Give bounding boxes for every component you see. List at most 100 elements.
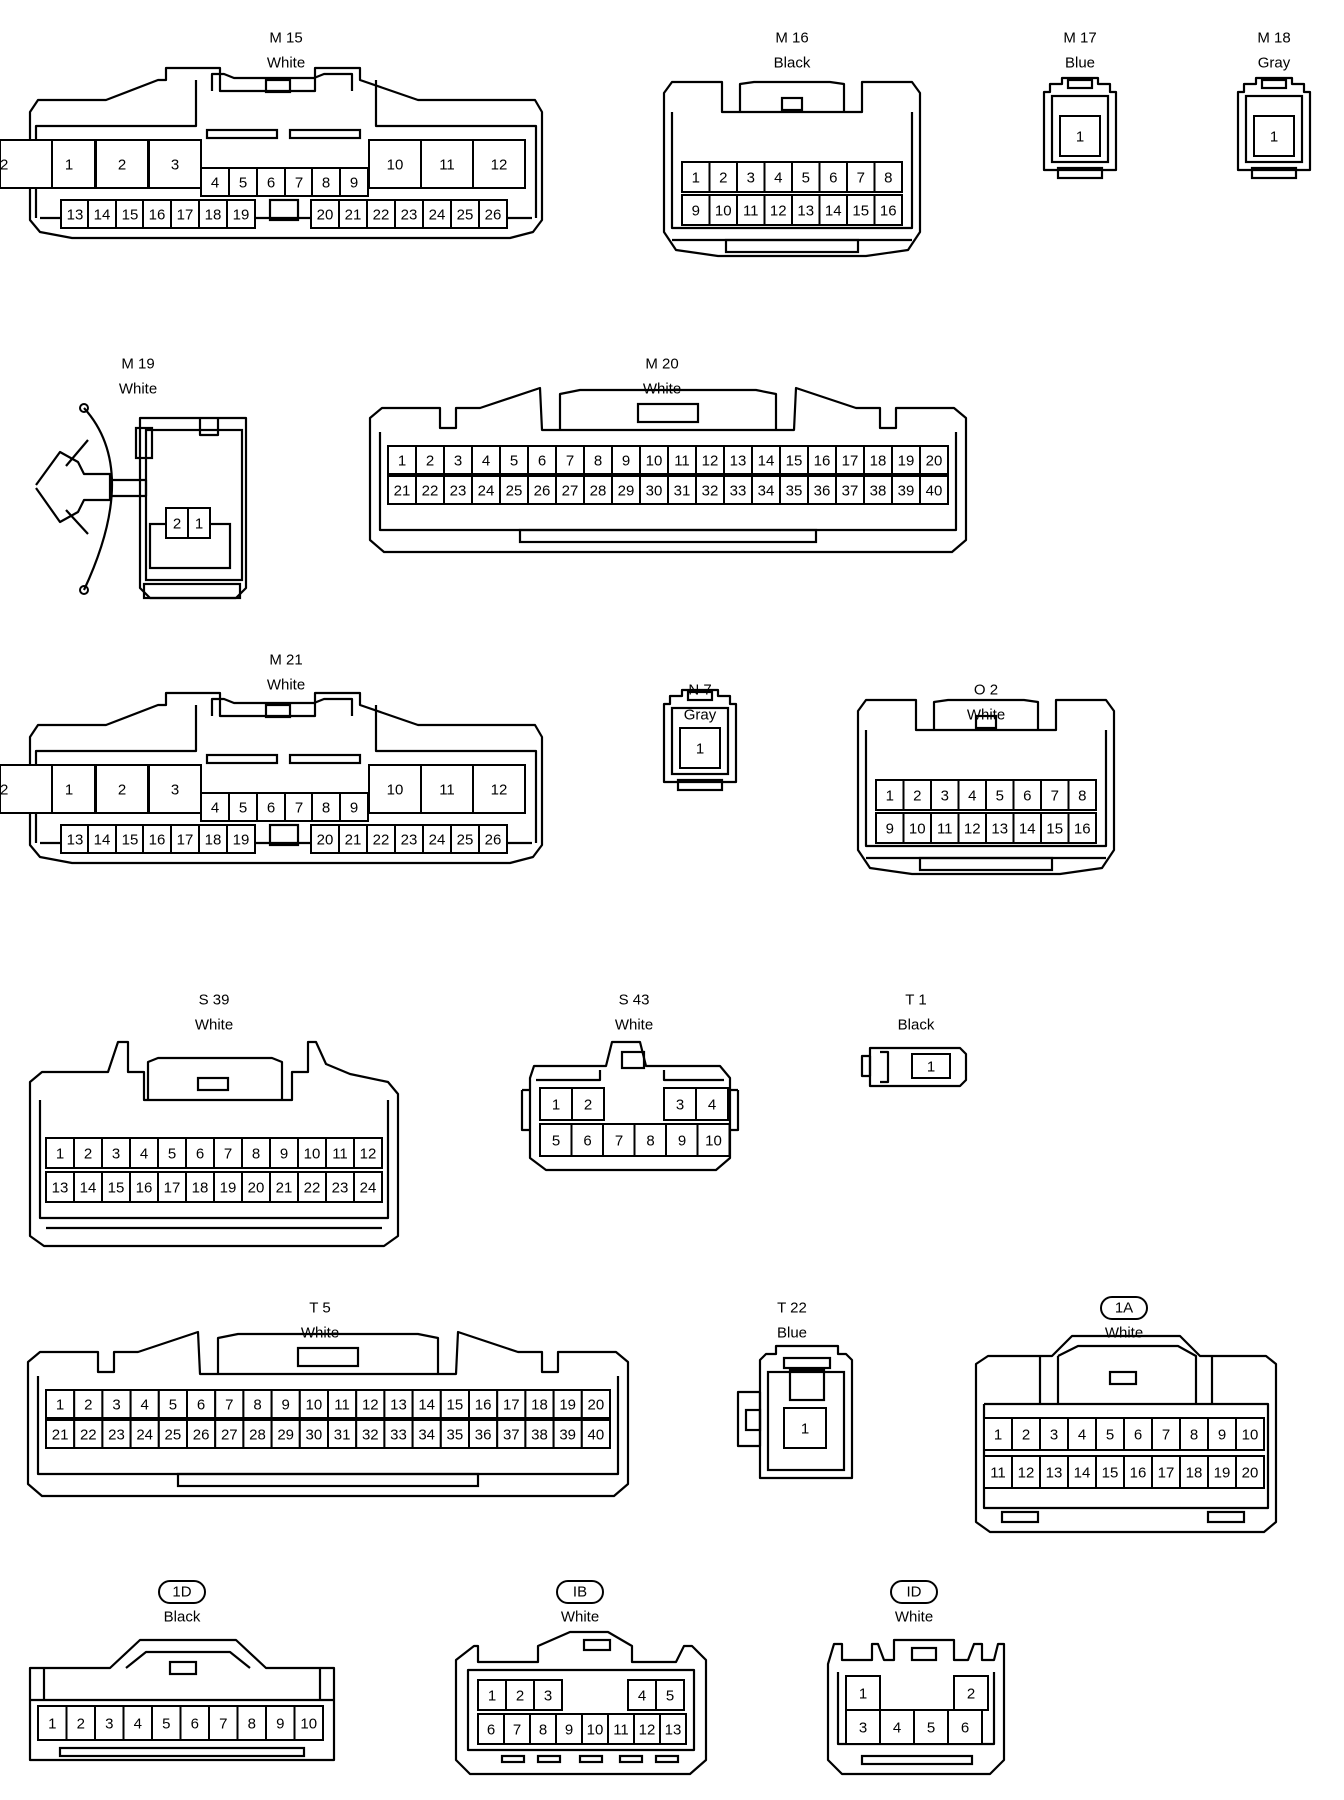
housing-outline [466, 1668, 696, 1752]
pin-number: 12 [1018, 1465, 1035, 1482]
connector-t22: 1 [736, 1344, 854, 1480]
pin-cell [226, 824, 256, 854]
pin-cell [496, 1419, 527, 1449]
pin-number: 26 [193, 1427, 210, 1444]
pin-number: 14 [418, 1397, 435, 1414]
housing-detail [500, 1754, 526, 1764]
housing-detail [724, 238, 860, 254]
pin-number: 32 [362, 1427, 379, 1444]
housing-outline [868, 1046, 968, 1088]
housing-detail [518, 528, 818, 544]
housing-outline [125, 1650, 251, 1669]
housing-outline [198, 418, 220, 437]
pin-cell [256, 167, 286, 197]
pin-number: 6 [538, 453, 546, 470]
pin-cell [265, 1705, 296, 1741]
pin-number: 7 [615, 1133, 623, 1150]
housing-detail [1108, 1370, 1138, 1386]
pin-number: 16 [475, 1397, 492, 1414]
pin-cell [957, 812, 987, 844]
pin-cell [696, 1123, 731, 1157]
pin-cell [471, 475, 501, 505]
housing-outline [42, 1668, 322, 1700]
pin-number: 20 [1242, 1465, 1259, 1482]
connector-color: White [119, 381, 157, 398]
housing-outline [662, 688, 738, 784]
pin-number: 6 [1023, 788, 1031, 805]
connector-code: IB [573, 1584, 587, 1601]
pin-number: 10 [304, 1146, 321, 1163]
pin-number: 13 [730, 453, 747, 470]
pin-cell [214, 1419, 245, 1449]
housing-detail [686, 690, 714, 702]
pin-cell [1123, 1455, 1153, 1489]
housing-detail [205, 128, 279, 140]
pin-number: 28 [590, 483, 607, 500]
pin-cell [101, 1137, 131, 1169]
pin-number: 23 [332, 1180, 349, 1197]
pin-number: 26 [485, 207, 502, 224]
pin-number: 1 [692, 170, 700, 187]
pin-cell [366, 824, 396, 854]
housing-outline [35, 450, 112, 524]
pin-number: 9 [276, 1716, 284, 1733]
housing-detail [144, 428, 244, 582]
pin-number: 1 [696, 741, 704, 758]
pin-number: 1 [552, 1097, 560, 1114]
clip-arc [83, 407, 113, 591]
pin-cell [695, 1087, 729, 1121]
pin-cell [667, 445, 697, 475]
housing-outline [856, 698, 1116, 876]
pin-number: 25 [165, 1427, 182, 1444]
pin-cell [1011, 1417, 1041, 1451]
pin-number: 31 [674, 483, 691, 500]
pin-number: 34 [758, 483, 775, 500]
connector-color: White [195, 1017, 233, 1034]
pin-number: 19 [1214, 1465, 1231, 1482]
pin-number: 22 [304, 1180, 321, 1197]
housing-outline [826, 1638, 1006, 1776]
pin-number: 4 [708, 1097, 716, 1114]
pin-cell [170, 199, 200, 229]
pin-number: 13 [52, 1180, 69, 1197]
connector-m17: 1 [1042, 76, 1118, 180]
pin-number: 33 [390, 1427, 407, 1444]
pin-cell [179, 1705, 210, 1741]
pin-number: 11 [937, 821, 953, 838]
pin-number: 24 [136, 1427, 153, 1444]
connector-color: Gray [1258, 55, 1291, 72]
pin-cell [875, 812, 905, 844]
housing-outline [26, 1330, 630, 1498]
pin-number: 3 [171, 782, 179, 799]
pin-number: 9 [350, 175, 358, 192]
housing-outline [932, 698, 1040, 730]
pin-number: 4 [141, 1397, 149, 1414]
pin-number: 1 [886, 788, 894, 805]
pin-cell [241, 1171, 271, 1203]
pin-cell [45, 1171, 75, 1203]
pin-number: 5 [996, 788, 1004, 805]
housing-detail [782, 1356, 832, 1370]
pin-cell [602, 1123, 636, 1157]
pin-number: 35 [447, 1427, 464, 1444]
pin-number: 20 [248, 1180, 265, 1197]
pin-number: 6 [583, 1133, 591, 1150]
pin-number: 18 [205, 207, 222, 224]
pin-cell [443, 475, 473, 505]
pin-number: 2 [719, 170, 727, 187]
code-badge [890, 1580, 938, 1604]
pin-cell [148, 139, 202, 189]
pin-number: 7 [219, 1716, 227, 1733]
pin-cell [583, 475, 613, 505]
pin-cell [0, 764, 53, 814]
pin-number: 14 [94, 207, 111, 224]
clip-end [79, 585, 89, 595]
pin-cell [73, 1389, 104, 1419]
housing-outline [374, 80, 538, 218]
